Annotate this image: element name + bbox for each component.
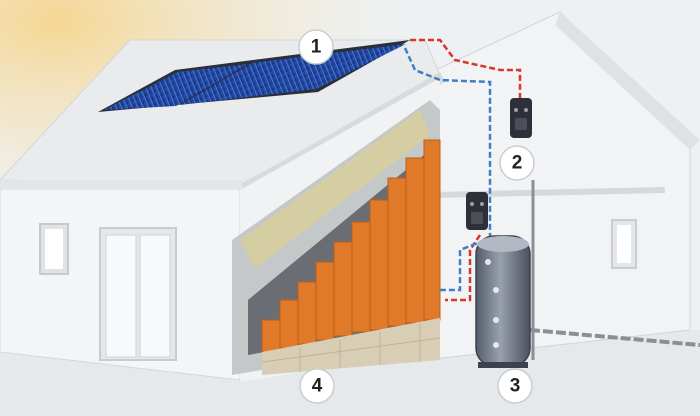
callout-3: 3 <box>497 368 533 404</box>
cold-pipe <box>403 47 492 240</box>
controller-icon <box>510 98 532 138</box>
hot-pipe-lower <box>445 234 482 302</box>
hot-pipe <box>410 38 522 100</box>
solar-panel-icon <box>98 40 410 112</box>
controller-icon <box>466 192 488 230</box>
storage-tank-icon <box>475 235 531 368</box>
callout-1: 1 <box>298 29 334 65</box>
ground-pipe <box>529 328 700 347</box>
callout-label-4: 4 <box>312 376 323 397</box>
callout-4: 4 <box>299 368 335 404</box>
cold-pipe-lower <box>440 238 486 292</box>
callout-label-1: 1 <box>311 37 322 58</box>
callout-label-2: 2 <box>512 153 523 174</box>
callout-2: 2 <box>499 145 535 181</box>
wall-insulation-icon <box>232 78 441 382</box>
pipes <box>403 38 522 302</box>
house-left-wing <box>0 180 242 381</box>
callout-label-3: 3 <box>510 376 521 397</box>
